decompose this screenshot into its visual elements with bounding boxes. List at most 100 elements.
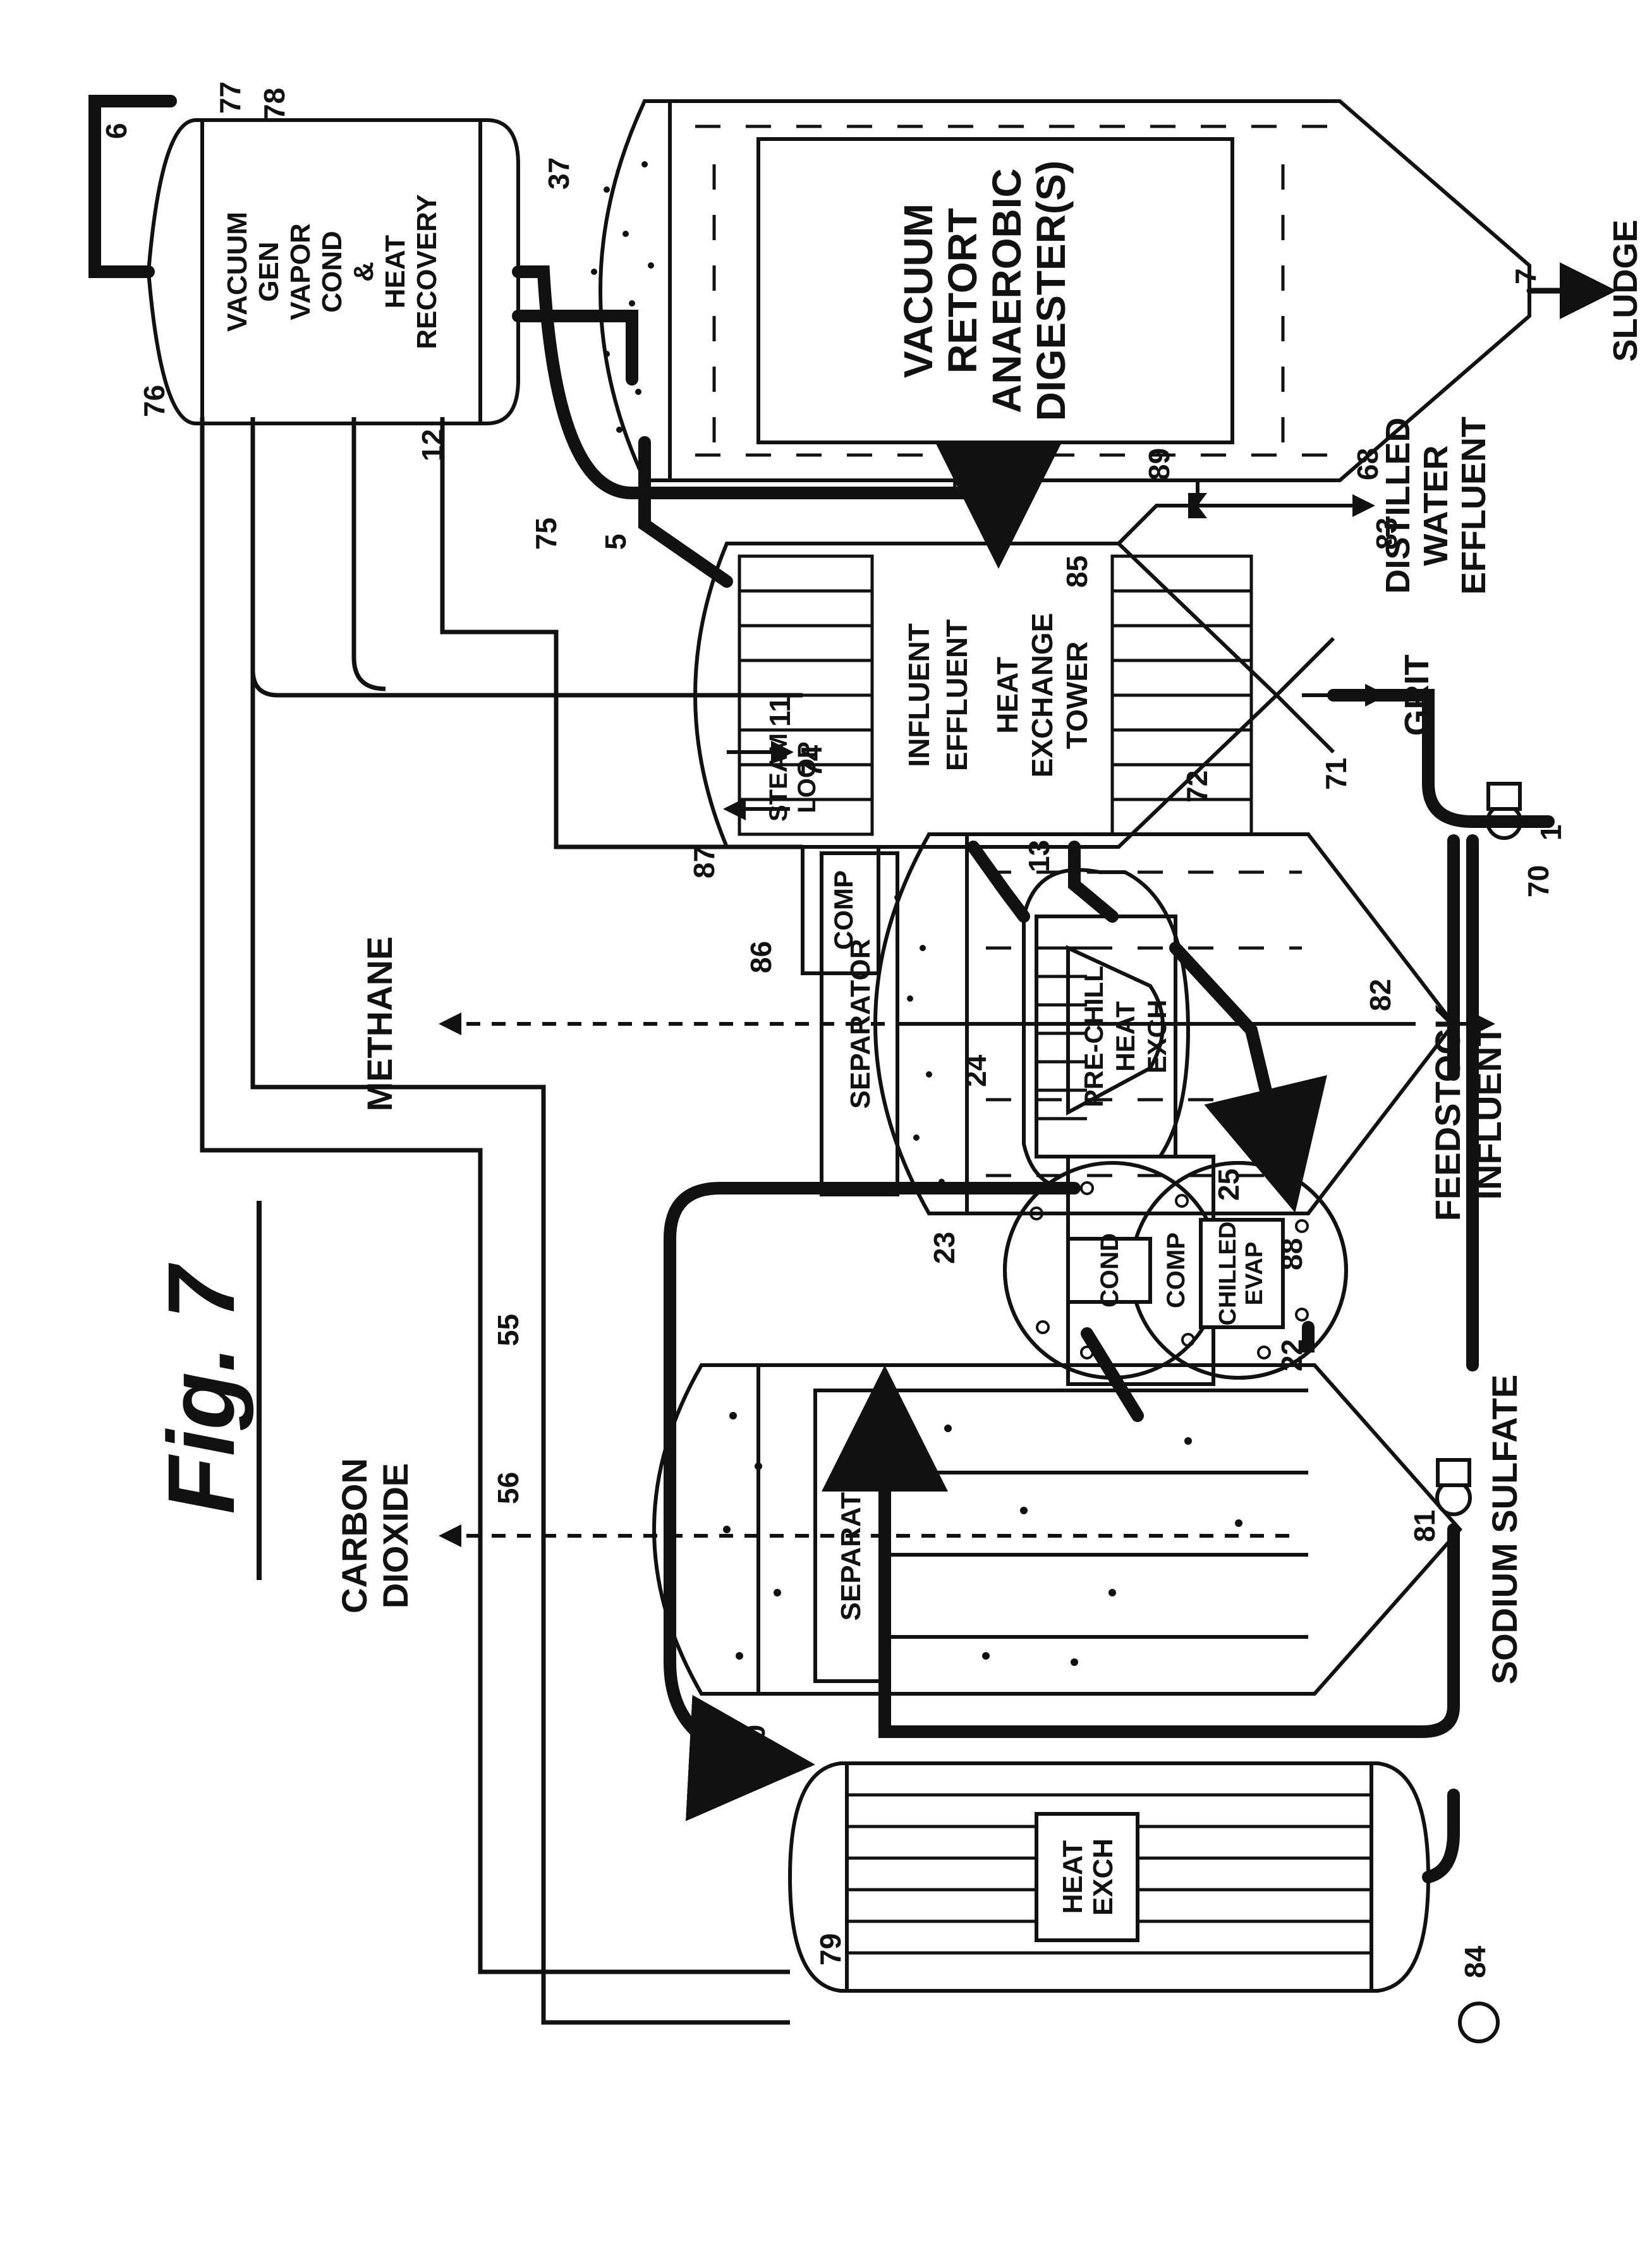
ref-72: 72: [1181, 770, 1213, 803]
vg-line-7: RECOVERY: [411, 194, 442, 349]
tower-line-1: INFLUENT: [902, 623, 935, 767]
tower-line-3: HEAT: [991, 657, 1024, 734]
distilled-water-label: DISTILLED WATER EFFLUENT: [1379, 416, 1493, 595]
vg-line-6: HEAT: [380, 235, 411, 309]
digester-label: VACUUM RETORT ANAEROBIC DIGESTER(S): [896, 161, 1074, 421]
sludge-label: SLUDGE: [1606, 219, 1644, 362]
carbon-dioxide-stream: CARBON DIOXIDE: [334, 1458, 415, 1614]
figure-title-text: Fig. 7: [148, 1263, 254, 1514]
tower-line-4: EXCHANGE: [1026, 613, 1059, 778]
heat-exchanger-79: HEAT EXCH: [787, 1761, 1431, 1993]
ref-73: 73: [947, 461, 980, 493]
distilled-line-1: DISTILLED: [1379, 418, 1417, 594]
ref-12: 12: [416, 429, 449, 461]
ref-5: 5: [599, 533, 632, 550]
ref-7: 7: [1509, 268, 1542, 284]
ref-37: 37: [542, 157, 575, 190]
pre-chill-label: PRE-CHILL HEAT EXCH: [1079, 966, 1172, 1107]
hx79-line-2: EXCH: [1088, 1839, 1119, 1916]
ref-55: 55: [492, 1314, 525, 1346]
ref-89: 89: [1143, 448, 1175, 480]
co2-line-2: DIOXIDE: [375, 1463, 415, 1608]
feedstock-line-1: FEEDSTOCK: [1428, 1004, 1467, 1221]
hx79-line-1: HEAT: [1057, 1840, 1088, 1914]
ref-75: 75: [530, 518, 562, 550]
tower-label-exchange: HEAT EXCHANGE TOWER: [991, 613, 1093, 778]
ref-25: 25: [1212, 1169, 1245, 1201]
distilled-line-3: EFFLUENT: [1455, 416, 1493, 595]
distilled-water-outlet: DISTILLED WATER EFFLUENT: [1117, 416, 1493, 595]
distilled-line-2: WATER: [1417, 446, 1455, 566]
ref-22: 22: [1275, 1339, 1308, 1371]
ref-70: 70: [1522, 865, 1555, 897]
vg-line-4: COND: [317, 231, 348, 313]
sodium-sulfate-stream: SODIUM SULFATE: [1485, 1375, 1524, 1685]
ref-56: 56: [492, 1472, 525, 1504]
digester-line-2: RETORT: [940, 208, 985, 374]
feedstock-stream: FEEDSTOCK INFLUENT: [1428, 1004, 1509, 1221]
ref-79: 79: [814, 1933, 847, 1966]
vg-line-5: &: [348, 262, 379, 282]
ref-78: 78: [258, 88, 291, 120]
prechill-line-3: EXCH: [1142, 1000, 1172, 1074]
vacuum-generator-label: VACUUM GEN VAPOR COND & HEAT RECOVERY: [222, 194, 442, 349]
reference-numerals: 1 5 6 7 11 12 13 22 23 24 25 37 55 56 68…: [100, 82, 1567, 1978]
heat-exch-79-box: [1035, 1812, 1139, 1942]
vacuum-generator-vessel: VACUUM GEN VAPOR COND & HEAT RECOVERY: [146, 118, 520, 425]
vg-line-3: VAPOR: [285, 223, 316, 320]
ref-6: 6: [100, 123, 133, 139]
ref-81: 81: [1408, 1510, 1441, 1542]
main-pipes: [88, 95, 1555, 1883]
ref-74: 74: [795, 745, 828, 777]
vg-line-2: GEN: [253, 241, 284, 301]
digester-line-1: VACUUM: [896, 204, 941, 378]
compressor-86-box: [801, 845, 880, 975]
evap-line-1: CHILLED: [1215, 1222, 1241, 1326]
ref-87: 87: [688, 846, 720, 878]
steam-loop: STEAM LOOP: [723, 733, 821, 822]
ref-82: 82: [1364, 979, 1397, 1011]
ref-71: 71: [1320, 758, 1352, 790]
refrig-comp-label: COMP: [1162, 1232, 1190, 1308]
vg-line-1: VACUUM: [222, 212, 253, 332]
steam-line-2: LOOP: [793, 741, 821, 813]
ref-86: 86: [744, 941, 777, 973]
ref-23: 23: [928, 1232, 961, 1264]
cond-box: [1066, 1237, 1152, 1304]
ref-85: 85: [1060, 556, 1093, 588]
evap-box: [1199, 1218, 1285, 1329]
ref-1: 1: [1534, 824, 1567, 841]
co2-line-1: CARBON: [334, 1458, 374, 1614]
evap-line-2: EVAP: [1241, 1242, 1268, 1306]
ref-68: 68: [1351, 448, 1384, 480]
digester-vessel: VACUUM RETORT ANAEROBIC DIGESTER(S) SLUD…: [591, 99, 1644, 482]
ref-80: 80: [738, 1725, 771, 1757]
ref-77: 77: [214, 82, 246, 114]
heat-exchange-tower: INFLUENT EFFLUENT HEAT EXCHANGE TOWER: [693, 542, 1280, 849]
prechill-line-1: PRE-CHILL: [1079, 966, 1108, 1107]
pump-84: [1458, 2002, 1500, 2043]
tower-line-5: TOWER: [1060, 641, 1093, 749]
utility-lines: [200, 417, 803, 2025]
prechill-line-2: HEAT: [1110, 1001, 1140, 1072]
tower-line-2: EFFLUENT: [940, 619, 973, 771]
pump-70: [1486, 782, 1522, 840]
ref-13: 13: [1023, 840, 1055, 872]
tower-label-influent: INFLUENT EFFLUENT: [902, 619, 973, 771]
compressor-86-label: COMP: [829, 870, 858, 950]
ref-24: 24: [959, 1054, 992, 1087]
pump-81: [1435, 1458, 1472, 1516]
feedstock-line-2: INFLUENT: [1469, 1025, 1509, 1200]
digester-line-4: DIGESTER(S): [1028, 161, 1074, 421]
compressor-86: COMP: [801, 845, 880, 975]
ref-84: 84: [1459, 1945, 1491, 1978]
separator-80: SEPARATOR: [652, 1363, 1463, 1696]
digester-line-3: ANAEROBIC: [984, 168, 1029, 413]
digester-inner-box: [756, 137, 1234, 444]
sodium-sulfate-label: SODIUM SULFATE: [1485, 1375, 1524, 1685]
ref-88: 88: [1275, 1238, 1308, 1270]
ref-76: 76: [138, 385, 171, 417]
cond-label: COND: [1096, 1233, 1124, 1308]
